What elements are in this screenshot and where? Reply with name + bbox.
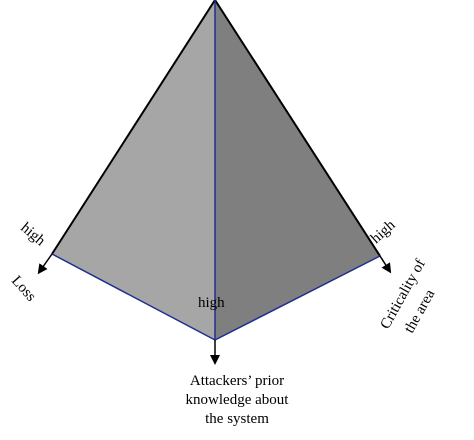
criticality-axis-arrow [379,255,392,274]
pyramid-right-face [215,0,380,340]
knowledge-high-label: high [198,295,225,311]
loss-axis-title: Loss [8,273,39,305]
knowledge-axis-title-line-1: Attackers’ prior [189,373,285,389]
knowledge-axis-title-line-2: knowledge about [185,392,289,408]
criticality-high-label: high [368,217,399,247]
pyramid-base-right-edge [214,255,381,341]
knowledge-axis-title: Attackers’ prior knowledge about the sys… [137,372,337,429]
pyramid-right-edge [214,0,381,257]
pyramid-left-edge [51,0,216,255]
knowledge-axis-title-line-3: the system [205,411,269,427]
loss-axis-arrow [37,253,53,275]
pyramid-base-left-edge [51,253,216,341]
loss-high-label: high [17,220,48,250]
pyramid-left-face [52,0,215,340]
